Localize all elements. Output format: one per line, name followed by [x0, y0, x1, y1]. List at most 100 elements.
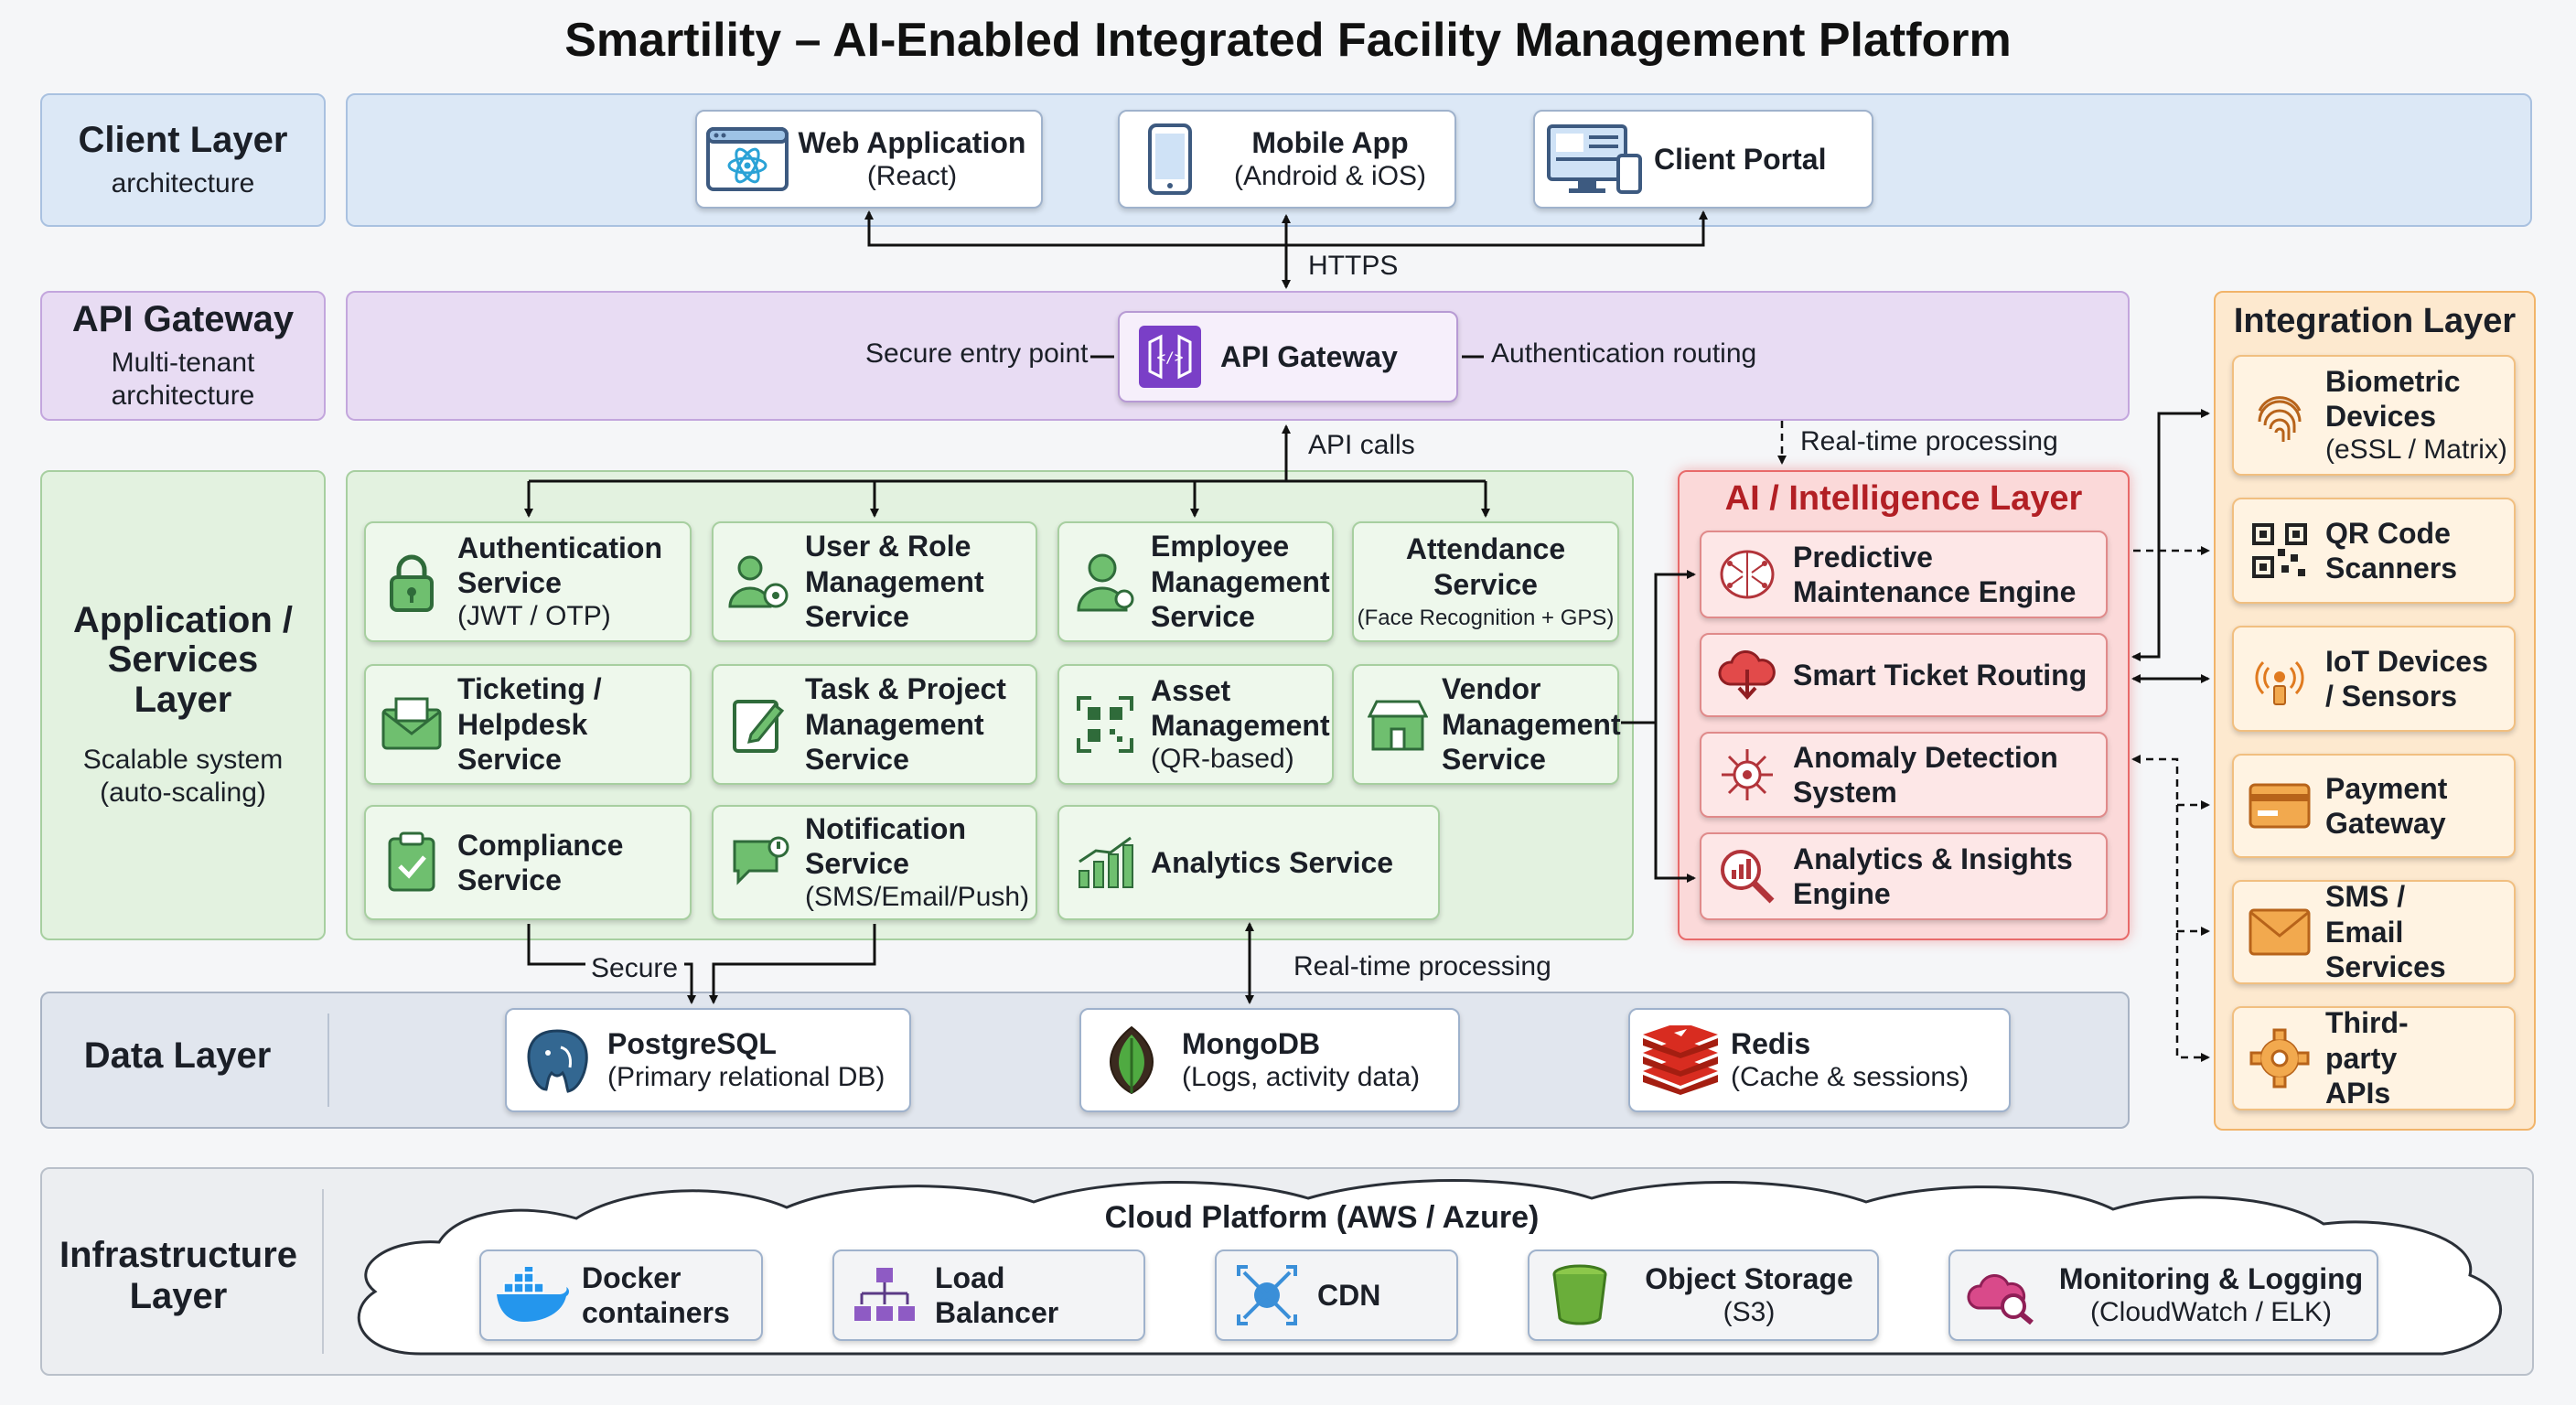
- integration-biometric[interactable]: Biometric Devices (eSSL / Matrix): [2232, 355, 2516, 476]
- sms-email-name: SMS / Email Services: [2325, 880, 2446, 984]
- users-gear-icon: [714, 552, 805, 612]
- task-project-service[interactable]: Task & Project Management Service: [712, 664, 1037, 785]
- mobile-app-name: Mobile App: [1251, 125, 1409, 159]
- credit-card-icon: [2234, 783, 2325, 829]
- infra-object-storage[interactable]: Object Storage (S3): [1528, 1249, 1879, 1341]
- gateway-layer-title: API Gateway: [71, 299, 295, 339]
- authentication-service[interactable]: Authentication Service (JWT / OTP): [364, 521, 692, 642]
- smartphone-icon: [1120, 123, 1220, 196]
- task-clipboard-icon: [714, 694, 805, 755]
- postgresql-sub: (Primary relational DB): [607, 1062, 886, 1093]
- data-postgresql[interactable]: PostgreSQL (Primary relational DB): [505, 1008, 911, 1112]
- integration-sms-email[interactable]: SMS / Email Services: [2232, 880, 2516, 984]
- redis-stack-icon: [1630, 1025, 1731, 1095]
- anomaly-detection-name: Anomaly Detection System: [1793, 740, 2058, 809]
- infra-cdn[interactable]: CDN: [1215, 1249, 1458, 1341]
- monitoring-logging-sub: (CloudWatch / ELK): [2090, 1297, 2332, 1328]
- vendor-management-service[interactable]: Vendor Management Service: [1352, 664, 1621, 785]
- gateway-right-note: Authentication routing: [1491, 338, 1757, 369]
- qr-scanners-name: QR Code Scanners: [2325, 516, 2458, 585]
- docker-whale-icon: [481, 1267, 582, 1324]
- analytics-insights-name: Analytics & Insights Engine: [1793, 842, 2073, 910]
- integration-third-party-apis[interactable]: Third-party APIs: [2232, 1006, 2516, 1110]
- task-project-service-name: Task & Project Management Service: [805, 672, 1006, 777]
- api-gateway-icon: </>: [1120, 324, 1220, 390]
- app-layer-title: Application / Services Layer: [73, 600, 293, 720]
- attendance-service[interactable]: Attendance Service (Face Recognition + G…: [1352, 521, 1619, 642]
- object-storage-sub: (S3): [1723, 1297, 1776, 1328]
- authentication-service-sub: (JWT / OTP): [457, 601, 611, 632]
- postgresql-elephant-icon: [507, 1025, 607, 1095]
- cdn-name: CDN: [1317, 1278, 1381, 1312]
- brain-network-icon: [1701, 547, 1793, 602]
- cloud-download-icon: [1701, 648, 1793, 702]
- ticketing-service-name: Ticketing / Helpdesk Service: [457, 672, 602, 777]
- data-redis[interactable]: Redis (Cache & sessions): [1628, 1008, 2011, 1112]
- integration-qr-scanners[interactable]: QR Code Scanners: [2232, 498, 2516, 604]
- integration-layer-title: Integration Layer: [2233, 302, 2517, 340]
- client-mobile-app[interactable]: Mobile App (Android & iOS): [1118, 110, 1456, 209]
- biometric-sub: (eSSL / Matrix): [2325, 434, 2507, 466]
- redis-sub: (Cache & sessions): [1731, 1062, 1970, 1093]
- notification-bubble-icon: [714, 834, 805, 891]
- client-web-app[interactable]: Web Application (React): [695, 110, 1043, 209]
- app-layer-subtitle: Scalable system (auto-scaling): [82, 744, 284, 808]
- asset-management-sub: (QR-based): [1151, 744, 1294, 775]
- desktop-portal-icon: [1535, 123, 1654, 196]
- infra-load-balancer[interactable]: Load Balancer: [832, 1249, 1145, 1341]
- magnifier-chart-icon: [1701, 846, 1793, 906]
- biometric-name: Biometric Devices: [2325, 364, 2461, 433]
- client-portal[interactable]: Client Portal: [1533, 110, 1873, 209]
- app-layer-label: Application / Services Layer Scalable sy…: [40, 470, 326, 940]
- docker-name: Docker containers: [582, 1260, 730, 1329]
- user-role-service-name: User & Role Management Service: [805, 530, 984, 634]
- integration-iot-devices[interactable]: IoT Devices / Sensors: [2232, 626, 2516, 732]
- payment-gateway-name: Payment Gateway: [2325, 771, 2448, 840]
- load-balancer-icon: [834, 1266, 935, 1325]
- gateway-left-note: Secure entry point: [865, 338, 1089, 369]
- qr-code-icon: [2234, 521, 2325, 580]
- ticketing-helpdesk-service[interactable]: Ticketing / Helpdesk Service: [364, 664, 692, 785]
- notification-service[interactable]: Notification Service (SMS/Email/Push): [712, 805, 1037, 920]
- infra-monitoring-logging[interactable]: Monitoring & Logging (CloudWatch / ELK): [1948, 1249, 2378, 1341]
- asset-management-name: Asset Management: [1151, 673, 1330, 742]
- api-calls-label: API calls: [1308, 430, 1415, 460]
- third-party-apis-name: Third-party APIs: [2325, 1006, 2409, 1110]
- web-app-sub: (React): [866, 161, 958, 192]
- https-label: HTTPS: [1308, 251, 1399, 281]
- api-gateway-name: API Gateway: [1220, 339, 1398, 373]
- compliance-service[interactable]: Compliance Service: [364, 805, 692, 920]
- infra-layer-title: Infrastructure Layer: [59, 1235, 298, 1316]
- iot-sensor-icon: [2234, 649, 2325, 708]
- integration-payment-gateway[interactable]: Payment Gateway: [2232, 754, 2516, 858]
- web-app-name: Web Application: [798, 125, 1026, 159]
- secure-label: Secure: [591, 953, 679, 983]
- authentication-service-name: Authentication Service: [457, 531, 662, 599]
- cloud-platform-label: Cloud Platform (AWS / Azure): [1104, 1200, 1540, 1235]
- cdn-network-icon: [1217, 1263, 1317, 1327]
- vendor-management-name: Vendor Management Service: [1442, 672, 1621, 777]
- api-gateway-box[interactable]: </> API Gateway: [1118, 311, 1458, 402]
- iot-devices-name: IoT Devices / Sensors: [2325, 644, 2488, 713]
- employee-management-service[interactable]: Employee Management Service: [1057, 521, 1334, 642]
- ai-predictive-maintenance[interactable]: Predictive Maintenance Engine: [1700, 531, 2108, 618]
- realtime-label-top: Real-time processing: [1800, 426, 2058, 456]
- ai-smart-ticket-routing[interactable]: Smart Ticket Routing: [1700, 633, 2108, 717]
- ai-anomaly-detection[interactable]: Anomaly Detection System: [1700, 732, 2108, 818]
- mongodb-sub: (Logs, activity data): [1182, 1062, 1421, 1093]
- notification-service-name: Notification Service: [805, 811, 966, 880]
- user-role-service[interactable]: User & Role Management Service: [712, 521, 1037, 642]
- svg-text:</>: </>: [1157, 349, 1184, 366]
- analytics-service-name: Analytics Service: [1151, 845, 1394, 879]
- asset-management-service[interactable]: Asset Management (QR-based): [1057, 664, 1334, 785]
- employee-management-service-name: Employee Management Service: [1151, 530, 1330, 634]
- client-layer-subtitle: architecture: [111, 168, 255, 198]
- data-mongodb[interactable]: MongoDB (Logs, activity data): [1079, 1008, 1460, 1112]
- infra-docker[interactable]: Docker containers: [479, 1249, 763, 1341]
- ai-layer-title: AI / Intelligence Layer: [1724, 479, 2083, 518]
- lock-icon: [366, 550, 457, 614]
- mobile-app-sub: (Android & iOS): [1233, 161, 1427, 192]
- analytics-service[interactable]: Analytics Service: [1057, 805, 1440, 920]
- gateway-layer-label: API Gateway Multi-tenant architecture: [40, 291, 326, 421]
- ai-analytics-insights[interactable]: Analytics & Insights Engine: [1700, 832, 2108, 920]
